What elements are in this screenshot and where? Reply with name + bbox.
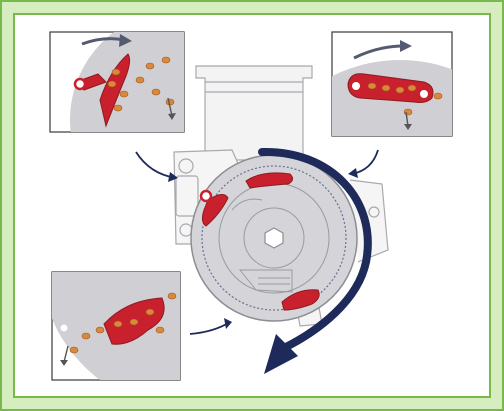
hex-hub xyxy=(265,228,283,248)
